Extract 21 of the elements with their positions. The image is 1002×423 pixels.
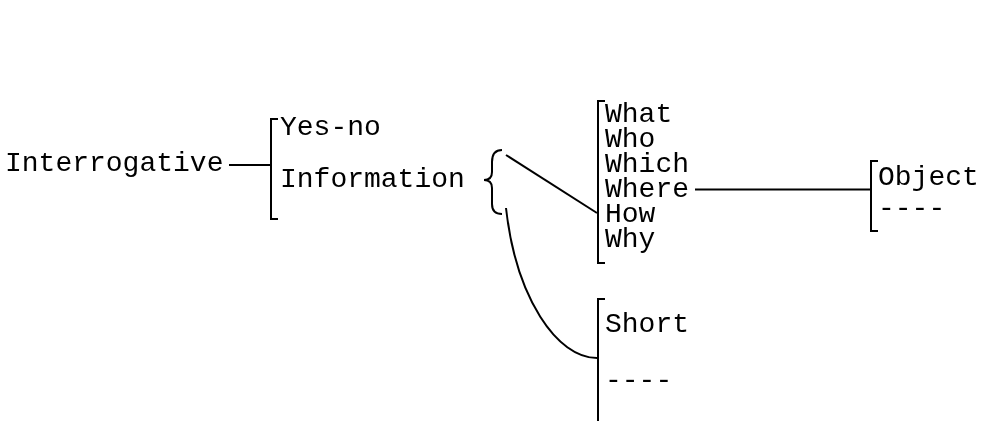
option-label: Which	[605, 152, 695, 177]
connector-line	[694, 188, 871, 191]
bracket	[870, 160, 878, 232]
option-label: Object	[878, 165, 990, 191]
option-label: Short	[605, 312, 700, 338]
bracket	[597, 100, 605, 264]
option-label: What	[605, 102, 695, 127]
option-label: Where	[605, 177, 693, 202]
connector-line	[505, 207, 598, 359]
bracket	[597, 298, 605, 421]
option-label: Why	[605, 227, 695, 252]
option-label: ----	[878, 196, 958, 222]
bracket	[270, 118, 278, 220]
connector-line	[228, 164, 271, 166]
option-label: Interrogative	[5, 151, 227, 179]
connector-line	[505, 154, 598, 214]
option-label: Yes-no	[280, 115, 390, 141]
option-label: ----	[605, 368, 685, 394]
option-label: Information	[280, 167, 470, 193]
option-label: Who	[605, 127, 695, 152]
option-label: How	[605, 202, 695, 227]
